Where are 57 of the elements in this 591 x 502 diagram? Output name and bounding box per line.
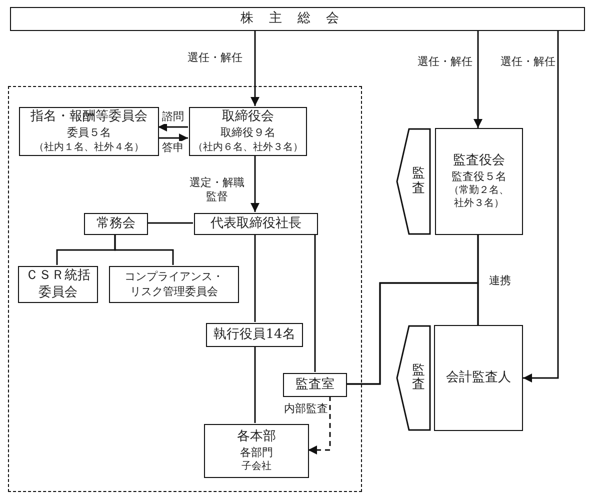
org-box (18, 266, 98, 303)
box-heading: コンプライアンス・リスク管理委員会 (124, 270, 224, 299)
box-heading: 常務会 (96, 216, 136, 232)
box-heading: ＣＳＲ統括委員会 (24, 268, 92, 302)
arrow (250, 155, 260, 212)
box-heading: 代表取締役社長 (210, 216, 302, 232)
box-heading: 監査室 (296, 376, 334, 394)
box-heading: 監査 (412, 364, 425, 392)
box-heading: 会計監査人 (446, 370, 511, 386)
box-heading: 各本部 (237, 428, 276, 446)
org-box (435, 128, 523, 235)
box-text: 子会社 (242, 460, 272, 474)
connector-line (254, 234, 256, 322)
box-heading: 指名・報酬等委員会 (30, 109, 148, 126)
dashed-frame (8, 86, 362, 492)
edge-label: 選任・解任 (500, 54, 556, 70)
connector-line (346, 282, 479, 385)
org-box (434, 325, 523, 431)
meeting-bar (10, 7, 585, 31)
box-text: （社内１名、社外４名） (34, 140, 144, 154)
edge-label: 選任・解任 (416, 54, 474, 70)
org-box (204, 424, 309, 478)
org-box (194, 213, 318, 235)
edge-label: 連携 (488, 274, 512, 288)
arrow (158, 134, 188, 142)
connector-line (114, 234, 174, 265)
connector-line (314, 234, 316, 372)
edge-label: 答申 (161, 140, 185, 156)
pentagon-tag (396, 128, 431, 235)
arrow (250, 31, 260, 106)
org-box (84, 213, 148, 235)
arrow (474, 31, 482, 128)
connector-line (147, 222, 193, 224)
box-heading: 株主総会 (240, 10, 355, 28)
arrow (308, 396, 331, 454)
org-box (283, 373, 347, 397)
box-heading: 執行役員14名 (214, 326, 296, 344)
arrow (523, 31, 559, 382)
org-box (206, 323, 303, 347)
org-box (19, 107, 159, 156)
org-box (189, 107, 307, 156)
box-text: 監査役５名 (452, 170, 506, 184)
box-heading: 取締役会 (222, 109, 274, 126)
box-text: 委員５名 (67, 126, 111, 141)
edge-label: 内部監査 (283, 402, 329, 416)
box-text: （社内６名、社外３名） (193, 140, 303, 154)
pentagon-tag (396, 325, 431, 431)
org-box (109, 266, 239, 303)
connector-line (254, 346, 256, 423)
arrow (158, 122, 188, 132)
box-text: 取締役９名 (220, 126, 276, 141)
box-text: 各部門 (240, 446, 273, 460)
box-text: （常勤２名、社外３名） (448, 184, 510, 210)
box-heading: 監査役会 (453, 152, 505, 170)
box-heading: 監査 (412, 167, 425, 196)
edge-label: 選任・解任 (186, 50, 244, 66)
edge-label: 諮問 (161, 110, 185, 124)
